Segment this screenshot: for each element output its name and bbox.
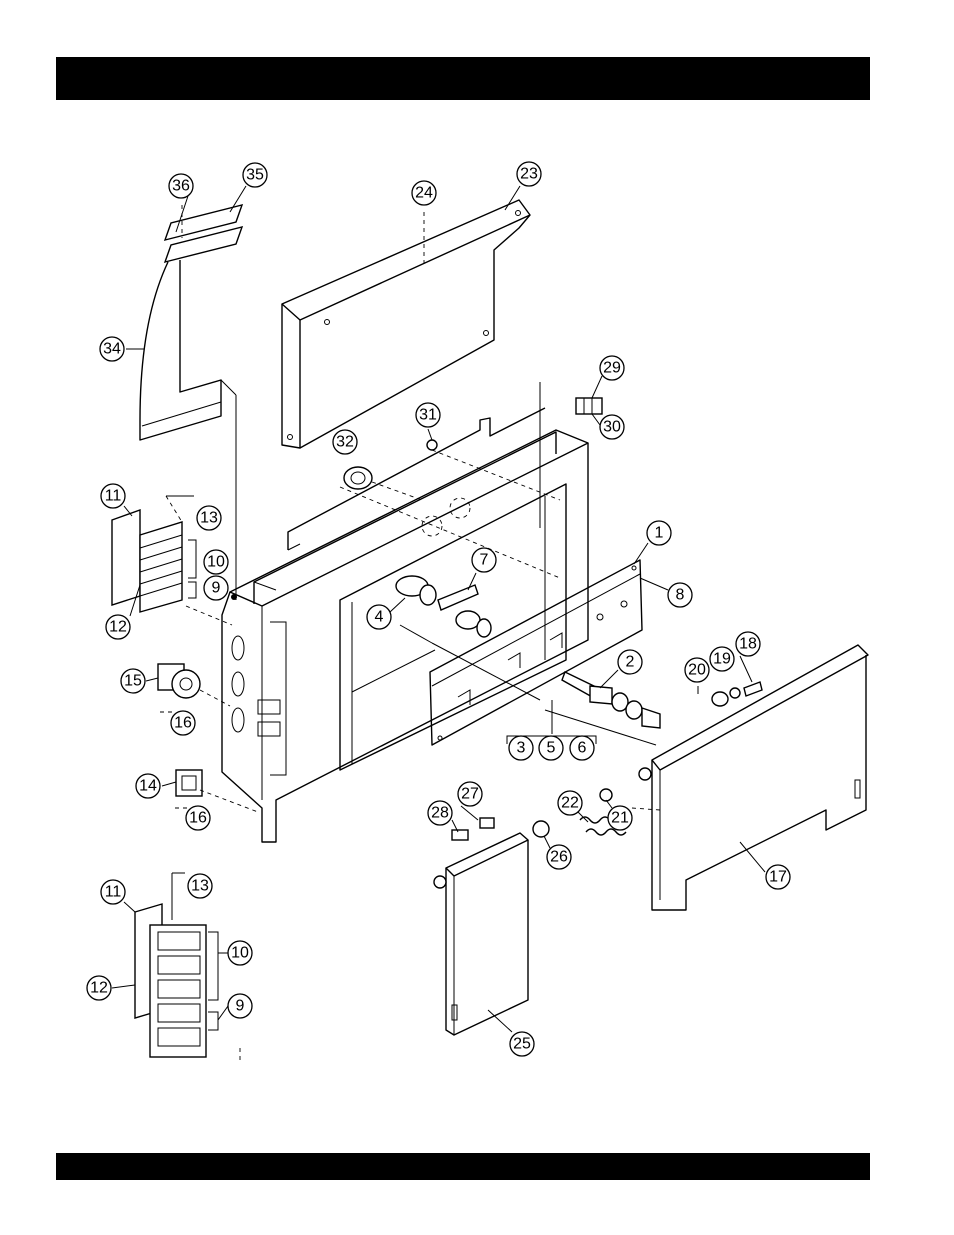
- callout-number: 20: [688, 662, 706, 679]
- footer-bar: [56, 1153, 870, 1180]
- callout-c36: 36: [169, 174, 193, 198]
- callout-c31: 31: [416, 403, 440, 427]
- callout-number: 29: [603, 360, 621, 377]
- callout-c17: 17: [766, 865, 790, 889]
- callout-c25: 25: [510, 1032, 534, 1056]
- callout-c2: 2: [618, 650, 642, 674]
- callout-number: 14: [139, 778, 157, 795]
- callout-c13b: 13: [188, 874, 212, 898]
- callout-c23: 23: [517, 162, 541, 186]
- callout-number: 32: [336, 434, 354, 451]
- callout-c13a: 13: [197, 506, 221, 530]
- callout-c6: 6: [570, 736, 594, 760]
- callout-number: 7: [480, 552, 489, 569]
- callout-number: 11: [105, 884, 122, 901]
- callout-number: 3: [517, 740, 526, 757]
- callout-c26: 26: [547, 845, 571, 869]
- callout-c35: 35: [243, 163, 267, 187]
- connector-block-part: [576, 398, 602, 414]
- callout-c32: 32: [333, 430, 357, 454]
- square-receptacle-part: [175, 770, 258, 812]
- grommet-part: [344, 440, 560, 500]
- callout-number: 19: [713, 651, 731, 668]
- callout-c21: 21: [608, 806, 632, 830]
- callout-number: 15: [124, 673, 142, 690]
- callout-number: 18: [739, 636, 757, 653]
- callout-number: 16: [174, 715, 192, 732]
- callout-c9a: 9: [204, 576, 228, 600]
- callout-number: 34: [103, 341, 121, 358]
- callout-number: 13: [191, 878, 209, 895]
- callout-number: 24: [415, 185, 433, 202]
- callout-c22: 22: [558, 791, 582, 815]
- main-frame-part: [222, 408, 588, 842]
- callout-c29: 29: [600, 356, 624, 380]
- callout-number: 31: [419, 407, 437, 424]
- callout-number: 21: [611, 810, 629, 827]
- callout-c19: 19: [710, 647, 734, 671]
- callout-number: 4: [375, 609, 384, 626]
- callout-c10a: 10: [204, 550, 228, 574]
- callout-c27: 27: [458, 782, 482, 806]
- callout-number: 8: [676, 587, 685, 604]
- callout-number: 9: [236, 998, 245, 1015]
- callout-number: 13: [200, 510, 218, 527]
- callout-number: 36: [172, 178, 190, 195]
- callout-c34: 34: [100, 337, 124, 361]
- callout-c12a: 12: [106, 615, 130, 639]
- callout-c10b: 10: [228, 941, 252, 965]
- callout-c7: 7: [472, 548, 496, 572]
- callout-c14: 14: [136, 774, 160, 798]
- leader-lines: [112, 186, 765, 1032]
- callout-number: 6: [578, 740, 587, 757]
- callout-number: 5: [547, 740, 556, 757]
- callout-c8: 8: [668, 583, 692, 607]
- callout-number: 2: [626, 654, 635, 671]
- lower-terminal-block-part: [135, 873, 240, 1060]
- callout-c28: 28: [428, 801, 452, 825]
- top-cover-part: [282, 200, 530, 448]
- callout-c20: 20: [685, 658, 709, 682]
- callout-c24: 24: [412, 181, 436, 205]
- rear-panel-part: [434, 818, 528, 1035]
- callout-c30: 30: [600, 415, 624, 439]
- callout-c9b: 9: [228, 994, 252, 1018]
- callout-c15: 15: [121, 669, 145, 693]
- callout-number: 35: [246, 167, 264, 184]
- callout-c11b: 11: [101, 880, 125, 904]
- callout-number: 17: [769, 869, 787, 886]
- callout-c4: 4: [367, 605, 391, 629]
- callout-number: 30: [603, 419, 621, 436]
- callout-c3: 3: [509, 736, 533, 760]
- callout-c12b: 12: [87, 976, 111, 1000]
- callout-number: 10: [231, 945, 249, 962]
- callout-c5: 5: [539, 736, 563, 760]
- callout-c1: 1: [647, 521, 671, 545]
- callout-c16a: 16: [171, 711, 195, 735]
- callout-number: 16: [189, 810, 207, 827]
- round-receptacle-part: [158, 664, 230, 712]
- bolt-assembly-part: [507, 672, 660, 745]
- callout-number: 28: [431, 805, 449, 822]
- callout-number: 12: [90, 980, 108, 997]
- callout-number: 1: [655, 525, 664, 542]
- callout-number: 11: [105, 488, 122, 505]
- callout-number: 27: [461, 786, 479, 803]
- callout-c18: 18: [736, 632, 760, 656]
- callout-number: 12: [109, 619, 127, 636]
- callout-number: 26: [550, 849, 568, 866]
- callout-number: 22: [561, 795, 579, 812]
- callout-number: 10: [207, 554, 225, 571]
- callout-number: 9: [212, 580, 221, 597]
- callout-c16b: 16: [186, 806, 210, 830]
- callout-c11a: 11: [101, 484, 125, 508]
- callout-number: 23: [520, 166, 538, 183]
- callout-number: 25: [513, 1036, 531, 1053]
- switch-parts: [396, 576, 540, 700]
